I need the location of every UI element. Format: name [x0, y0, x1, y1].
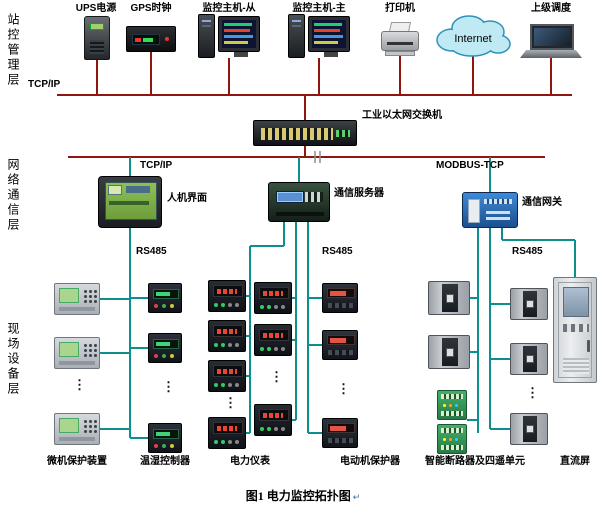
- internet-label: Internet: [454, 33, 491, 45]
- temp-humidity-controller-icon: [148, 423, 182, 453]
- label-gps-clock: GPS时钟: [130, 3, 172, 14]
- bus-break-mark: [314, 151, 321, 163]
- printer-icon: [381, 22, 419, 58]
- dc-panel-feeder-line: [501, 228, 576, 277]
- power-meter-icon: [208, 280, 246, 312]
- label-host-slave: 监控主机-从: [202, 3, 256, 14]
- station-device-drops: [96, 52, 552, 95]
- power-meter-icon: [208, 417, 246, 449]
- label-gateway: 通信网关: [522, 197, 562, 208]
- layer-label-network-comm: 网络通信层: [6, 158, 20, 233]
- label-rs485-2: RS485: [322, 246, 353, 257]
- smart-breaker-icon: [510, 343, 548, 375]
- power-meter-icon: [208, 320, 246, 352]
- temp-humidity-controller-icon: [148, 283, 182, 313]
- server-rs485-branch-1: [246, 222, 285, 434]
- gateway-rs485-branch-2: [489, 228, 510, 430]
- hmi-rs485-branch: [100, 226, 148, 439]
- dc-panel-icon: [553, 277, 597, 383]
- label-dispatch: 上级调度: [531, 3, 571, 14]
- power-meter-icon: [254, 404, 292, 436]
- ellipsis: ⋮: [224, 395, 237, 410]
- label-power-meters: 电力仪表: [230, 456, 270, 467]
- label-smart-breakers: 智能断路器及四遥单元: [425, 456, 525, 467]
- gps-clock-icon: [126, 26, 176, 52]
- label-motor-protectors: 电动机保护器: [340, 456, 400, 467]
- monitor-host-master-icon: [288, 14, 350, 60]
- caption-text: 图1 电力监控拓扑图: [245, 489, 351, 503]
- temp-humidity-controller-icon: [148, 333, 182, 363]
- motor-protector-icon: [322, 283, 358, 313]
- label-printer: 打印机: [385, 3, 415, 14]
- server-rs485-branch-2: [292, 222, 297, 421]
- label-modbus-tcp: MODBUS-TCP: [436, 160, 504, 171]
- field-bus-lines: [100, 157, 576, 439]
- power-meter-icon: [208, 360, 246, 392]
- ups-icon: [84, 16, 110, 60]
- dispatch-laptop-icon: [520, 24, 582, 60]
- label-comm-server: 通信服务器: [334, 188, 384, 199]
- smart-breaker-icon: [428, 335, 470, 369]
- motor-protector-icon: [322, 418, 358, 448]
- ellipsis: ⋮: [162, 379, 175, 394]
- station-bus-lines: [57, 52, 572, 158]
- label-tcpip-network: TCP/IP: [140, 160, 173, 171]
- network-device-drops: [129, 157, 491, 192]
- comm-server-icon: [268, 182, 330, 222]
- comm-gateway-icon: [462, 192, 518, 228]
- caption-paragraph-mark: ↵: [352, 492, 361, 502]
- figure-caption: 图1 电力监控拓扑图↵: [0, 487, 606, 504]
- label-dc-panel: 直流屏: [560, 456, 590, 467]
- protection-device-icon: [54, 283, 100, 315]
- label-protection-devices: 微机保护装置: [47, 456, 107, 467]
- ellipsis: ⋮: [270, 369, 283, 384]
- power-meter-icon: [254, 282, 292, 314]
- break-ticks: [314, 151, 321, 163]
- label-hmi: 人机界面: [167, 193, 207, 204]
- ellipsis: ⋮: [526, 385, 539, 400]
- label-host-master: 监控主机-主: [292, 3, 346, 14]
- four-remote-unit-icon: [437, 390, 467, 420]
- gateway-rs485-branch-1: [467, 228, 479, 433]
- hmi-icon: [98, 176, 162, 228]
- label-rs485-3: RS485: [512, 246, 543, 257]
- layer-label-station-control: 站控管理层: [6, 13, 20, 88]
- internet-cloud-icon: Internet: [436, 15, 511, 57]
- ethernet-switch-icon: [253, 120, 357, 146]
- monitor-host-slave-icon: [198, 14, 260, 60]
- server-rs485-branch-3: [307, 222, 322, 434]
- label-rs485-1: RS485: [136, 246, 167, 257]
- label-ethernet-switch: 工业以太网交换机: [362, 110, 442, 121]
- four-remote-unit-icon: [437, 424, 467, 454]
- smart-breaker-icon: [510, 288, 548, 320]
- protection-device-icon: [54, 337, 100, 369]
- power-meter-icon: [254, 324, 292, 356]
- label-ups: UPS电源: [75, 3, 117, 14]
- layer-label-field-device: 现场设备层: [6, 322, 20, 397]
- smart-breaker-icon: [428, 281, 470, 315]
- ellipsis: ⋮: [337, 381, 350, 396]
- protection-device-icon: [54, 413, 100, 445]
- label-tcpip-station: TCP/IP: [28, 79, 61, 90]
- smart-breaker-icon: [510, 413, 548, 445]
- motor-protector-icon: [322, 330, 358, 360]
- ellipsis: ⋮: [73, 377, 86, 392]
- label-temp-controllers: 温湿控制器: [140, 456, 190, 467]
